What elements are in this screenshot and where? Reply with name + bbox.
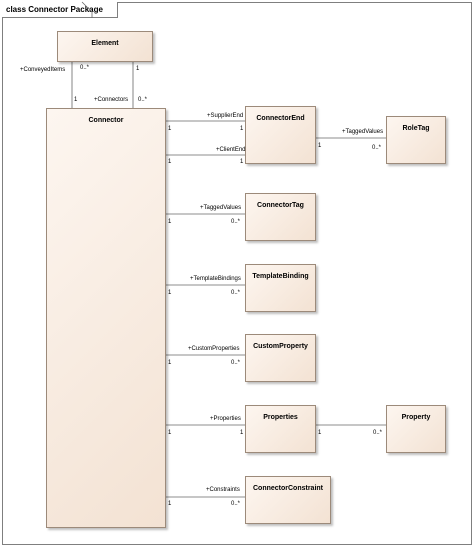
class-template-binding[interactable]: TemplateBinding: [245, 264, 316, 312]
supplier-end-mult-a: 1: [168, 126, 172, 132]
constraints-mult-a: 1: [168, 501, 172, 507]
custom-properties-mult-b: 0..*: [231, 360, 241, 366]
class-template-binding-label: TemplateBinding: [252, 273, 309, 280]
connectors-mult-a: 1: [136, 66, 140, 72]
properties-role: +Properties: [210, 416, 241, 422]
class-custom-property[interactable]: CustomProperty: [245, 334, 316, 382]
class-connector-constraint-label: ConnectorConstraint: [253, 485, 323, 492]
property-mult-b: 0..*: [373, 430, 383, 436]
role-tagged-values-mult-b: 0..*: [372, 145, 382, 151]
role-tagged-values-mult-a: 1: [318, 143, 322, 149]
supplier-end-mult-b: 1: [240, 126, 244, 132]
frame-title: class Connector Package: [2, 2, 118, 18]
class-element[interactable]: Element: [57, 31, 153, 62]
properties-mult-b: 1: [240, 430, 244, 436]
properties-mult-a: 1: [168, 430, 172, 436]
property-mult-a: 1: [318, 430, 322, 436]
supplier-end-role: +SupplierEnd: [207, 113, 244, 119]
class-properties-label: Properties: [263, 414, 298, 421]
constraints-role: +Constraints: [206, 487, 240, 493]
class-connector[interactable]: Connector: [46, 108, 166, 528]
class-connector-end[interactable]: ConnectorEnd: [245, 106, 316, 164]
constraints-mult-b: 0..*: [231, 501, 241, 507]
class-element-label: Element: [91, 40, 119, 47]
conveyed-items-mult-a: 0..*: [80, 65, 90, 71]
connectors-mult-b: 0..*: [138, 97, 148, 103]
conveyed-items-role: +ConveyedItems: [20, 67, 66, 73]
custom-properties-role: +CustomProperties: [188, 346, 240, 352]
connectors-role: +Connectors: [94, 97, 129, 103]
role-tagged-values-role: +TaggedValues: [342, 129, 384, 135]
class-role-tag[interactable]: RoleTag: [386, 116, 446, 164]
class-connector-tag-label: ConnectorTag: [257, 202, 304, 209]
class-property[interactable]: Property: [386, 405, 446, 453]
template-bindings-role: +TemplateBindings: [190, 276, 241, 282]
class-connector-end-label: ConnectorEnd: [256, 115, 305, 122]
tagged-values-mult-a: 1: [168, 219, 172, 225]
tagged-values-role: +TaggedValues: [200, 205, 242, 211]
tagged-values-mult-b: 0..*: [231, 219, 241, 225]
class-connector-label: Connector: [88, 117, 124, 124]
class-connector-constraint[interactable]: ConnectorConstraint: [245, 476, 331, 524]
conveyed-items-mult-b: 1: [74, 97, 78, 103]
custom-properties-mult-a: 1: [168, 360, 172, 366]
class-role-tag-label: RoleTag: [402, 125, 430, 132]
class-custom-property-label: CustomProperty: [253, 343, 308, 350]
client-end-mult-a: 1: [168, 159, 172, 165]
client-end-mult-b: 1: [240, 159, 244, 165]
template-bindings-mult-a: 1: [168, 290, 172, 296]
template-bindings-mult-b: 0..*: [231, 290, 241, 296]
class-properties[interactable]: Properties: [245, 405, 316, 453]
class-property-label: Property: [401, 414, 431, 421]
client-end-role: +ClientEnd: [216, 147, 246, 153]
class-connector-tag[interactable]: ConnectorTag: [245, 193, 316, 241]
